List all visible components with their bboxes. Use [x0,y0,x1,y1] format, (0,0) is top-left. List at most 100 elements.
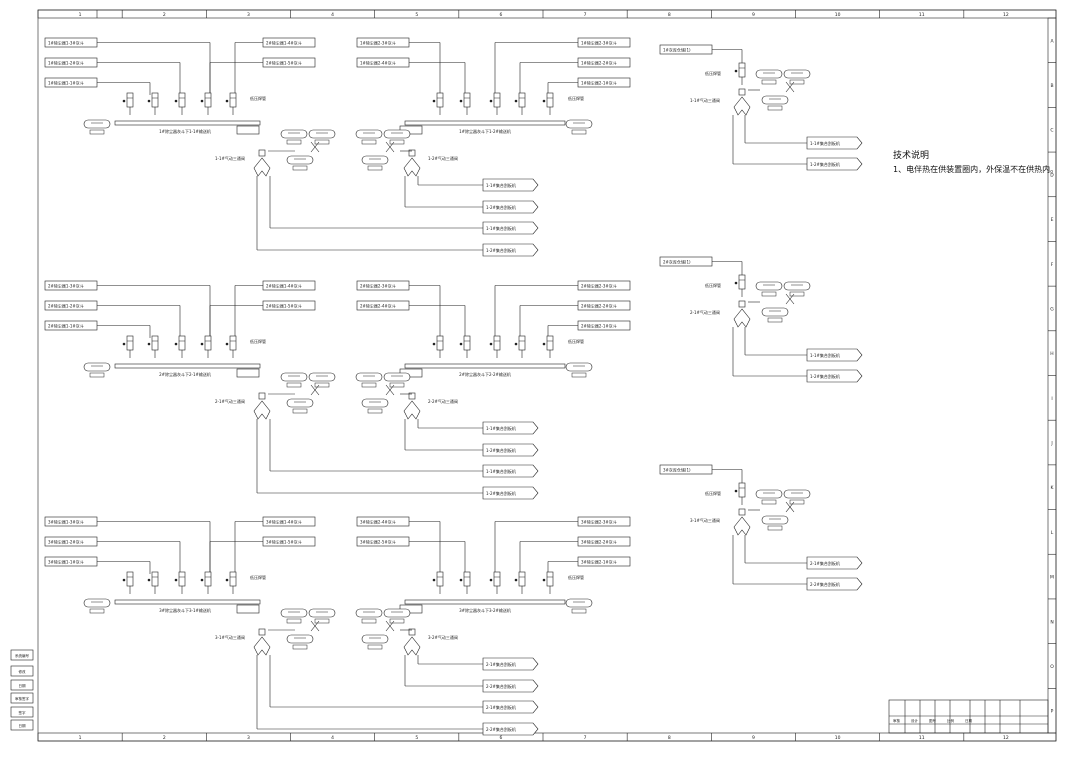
valve-actuator-dot [147,99,151,103]
hopper-valve-group [514,92,526,115]
row-label: D [1050,172,1054,178]
col-label-top: 5 [415,12,418,18]
output-flag: 2-1#集合刮板机 [482,657,539,671]
side-revision-label: 修改 [19,669,26,674]
motor-body [761,515,789,525]
drive-motor-left [83,119,111,135]
motor-base [89,372,105,378]
hopper-valve [546,92,554,108]
motor-body [355,372,383,382]
hopper-valve [518,571,526,587]
conveyor-left [114,120,261,126]
valve-actuator-dot [432,99,436,103]
row-label: B [1050,83,1053,89]
motor-body [286,634,314,644]
motor-base [361,139,377,145]
output-flag-label: 1-1#集合刮板机 [810,140,840,146]
motor-body [755,489,783,499]
output-flag-label: 1-2#集合刮板机 [486,447,516,453]
hopper-valve [463,335,471,351]
output-flag: 1-1#集合刮板机 [482,221,539,235]
side-revision-label: 审核签字 [15,696,29,701]
three-way-valve-label: 2-1#气动三通阀 [215,398,245,404]
source-label: 2#除尘器2-2#灰斗 [581,303,617,309]
motor-base [361,382,377,388]
motor-base [361,618,377,624]
output-flag-label: 1-1#集合刮板机 [486,468,516,474]
source-label: 1#除尘器2-4#灰斗 [360,60,396,66]
hopper-valve [738,482,746,498]
hopper-valve-group [225,335,237,358]
motor-body [755,281,783,291]
three-way-valve [733,516,751,536]
motor-body [280,372,308,382]
hopper-valve-group [489,571,501,594]
hopper-valve [229,92,237,108]
output-flag-shape [482,421,539,435]
hopper-valve-group [147,571,159,594]
hopper-valve-group [200,92,212,115]
valve-actuator [738,88,746,96]
fan-motor-b [308,608,336,624]
col-label-bottom: 8 [668,735,671,741]
output-flag-label: 2-2#集合刮板机 [486,683,516,689]
valve-actuator-dot [225,99,229,103]
valve-actuator-dot [122,578,126,582]
col-label-bottom: 5 [415,735,418,741]
conveyor-left [114,363,261,369]
output-flag-label: 1-2#集合刮板机 [486,490,516,496]
fan-motor-b [383,372,411,388]
motor-body [355,608,383,618]
col-label-top: 11 [919,12,925,18]
hopper-valve [126,571,134,587]
motor-base [286,382,302,388]
three-way-valve-label: 3-1#气动三通阀 [215,634,245,640]
valve-actuator-dot [147,578,151,582]
hopper-valve-group [174,571,186,594]
motor-body [783,281,811,291]
col-label-bottom: 2 [163,735,166,741]
source-label: 2#除尘器2-4#灰斗 [360,303,396,309]
output-flag: 2-1#集合刮板机 [806,556,863,570]
motor-body [83,362,111,372]
source-label: 2#除尘器2-3#灰斗 [360,283,396,289]
hopper-valve [738,62,746,78]
hopper-valve-group [200,335,212,358]
hopper-valve-group [489,92,501,115]
hopper-valve-group [459,335,471,358]
hopper-valve [151,335,159,351]
output-flag-label: 2-2#集合刮板机 [810,581,840,587]
motor-body [383,608,411,618]
conveyor-left-label: 2#除尘器灰斗下2-1#输送机 [159,371,211,377]
conveyor-right [404,120,566,126]
hopper-valve [151,571,159,587]
conveyor-right [404,599,566,605]
hopper-valve [546,571,554,587]
motor-base [292,644,308,650]
valve-actuator-dot [734,281,738,285]
row-label: N [1050,619,1053,625]
valve-actuator-dot [542,342,546,346]
motor-body [286,398,314,408]
motor-base [571,129,587,135]
valve-actuator-dot [542,578,546,582]
motor-base [767,525,783,531]
valve-actuator [408,392,416,400]
source-label: 3#除尘器2-4#灰斗 [360,519,396,525]
output-flag-label: 1-2#集合刮板机 [810,161,840,167]
motor-body [783,69,811,79]
fan-motor-c [761,515,789,531]
output-flag-label: 1-1#集合刮板机 [486,182,516,188]
hopper-valve [493,92,501,108]
pipe-note: 低压焊管 [705,282,721,288]
conveyor-right-label: 2#除尘器灰斗下2-2#输送机 [459,371,511,377]
hopper-valve [546,335,554,351]
fan-motor-b [783,489,811,505]
output-flag: 2-2#集合刮板机 [806,577,863,591]
source-label: 3#灰库仓储(1) [663,467,691,473]
output-flag-label: 1-2#集合刮板机 [486,247,516,253]
valve-actuator-dot [432,342,436,346]
conveyor-left-label: 3#除尘器灰斗下3-1#输送机 [159,607,211,613]
output-flag-shape [482,443,539,457]
